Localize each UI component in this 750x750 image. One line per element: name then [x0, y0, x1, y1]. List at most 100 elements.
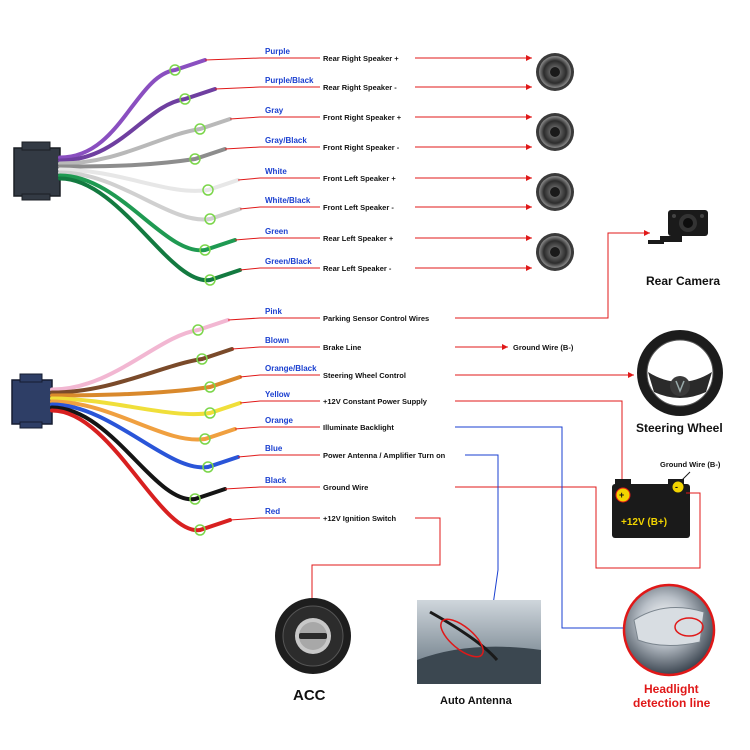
speaker-color-label-4: White: [265, 167, 287, 176]
svg-text:+: +: [619, 490, 624, 500]
power-wire-7: [50, 408, 232, 533]
speaker-function-label-4: Front Left Speaker +: [323, 174, 396, 183]
power-wire-2: [50, 375, 242, 398]
power-wire-0: [50, 318, 230, 392]
power-leader-4: [234, 426, 320, 430]
power-wire-ring-0: [192, 324, 204, 336]
speaker-color-label-5: White/Black: [265, 196, 311, 205]
speaker-wire-7: [58, 176, 242, 283]
speaker-wire-ring-5: [204, 213, 216, 225]
power-color-label-7: Red: [265, 507, 280, 516]
power-function-label-3: +12V Constant Power Supply: [323, 397, 428, 406]
power-color-label-2: Orange/Black: [265, 364, 317, 373]
power-color-label-4: Orange: [265, 416, 294, 425]
speaker-wire-2: [58, 117, 232, 166]
power-wire-ring-2: [204, 381, 216, 393]
battery-ground-pointer: [679, 471, 691, 483]
speaker-color-label-7: Green/Black: [265, 257, 312, 266]
speaker-wire-ring-2: [194, 123, 206, 135]
power-leader-7: [229, 517, 320, 521]
power-harness-connector: [11, 373, 53, 429]
speaker-icon-2: [536, 173, 574, 211]
speaker-leader-0: [204, 57, 320, 61]
brake-ground-label: Ground Wire (B-): [513, 343, 574, 352]
rear-camera-label: Rear Camera: [646, 274, 720, 288]
battery-ground-label: Ground Wire (B-): [660, 460, 721, 469]
speaker-wire-ring-7: [204, 274, 216, 286]
speaker-function-label-2: Front Right Speaker +: [323, 113, 402, 122]
power-function-label-5: Power Antenna / Amplifier Turn on: [323, 451, 446, 460]
speaker-color-label-1: Purple/Black: [265, 76, 314, 85]
power-function-label-0: Parking Sensor Control Wires: [323, 314, 429, 323]
speaker-leader-7: [239, 267, 320, 271]
power-color-label-1: Blown: [265, 336, 289, 345]
power-wire-5: [50, 402, 240, 470]
power-leader-5: [237, 454, 320, 458]
battery-plus-label: +12V (B+): [621, 517, 667, 528]
power-wire-6: [50, 405, 227, 502]
speaker-icon-1: [536, 113, 574, 151]
speaker-function-label-0: Rear Right Speaker +: [323, 54, 399, 63]
power-wire-ring-1: [196, 353, 208, 365]
rear-camera-image: [648, 210, 708, 244]
auto-antenna-image: [417, 600, 541, 684]
battery-image: + -: [612, 479, 690, 538]
ground-wire-line: [455, 486, 701, 569]
speaker-color-label-0: Purple: [265, 47, 290, 56]
steering-wheel-image: [637, 330, 723, 416]
speaker-wire-ring-6: [199, 244, 211, 256]
speaker-wire-0: [58, 58, 207, 160]
speaker-wire-ring-1: [179, 93, 191, 105]
power-function-label-1: Brake Line: [323, 343, 361, 352]
speaker-wire-1: [58, 87, 217, 163]
acc-label: ACC: [293, 687, 326, 704]
speaker-wire-6: [58, 173, 237, 253]
power-color-label-3: Yellow: [265, 390, 291, 399]
speaker-function-label-5: Front Left Speaker -: [323, 203, 394, 212]
power-function-label-6: Ground Wire: [323, 483, 368, 492]
speaker-function-label-7: Rear Left Speaker -: [323, 264, 392, 273]
speaker-leader-4: [237, 177, 320, 181]
constant-power-line: [455, 400, 623, 493]
speaker-leader-2: [229, 116, 320, 120]
speaker-wire-ring-4: [202, 184, 214, 196]
auto-antenna-label: Auto Antenna: [440, 695, 513, 707]
power-wire-1: [50, 347, 234, 395]
power-wire-ring-4: [199, 433, 211, 445]
speaker-leader-3: [224, 146, 320, 150]
power-function-label-4: Illuminate Backlight: [323, 423, 394, 432]
speaker-function-label-6: Rear Left Speaker +: [323, 234, 394, 243]
power-leader-2: [239, 374, 320, 378]
speaker-color-label-2: Gray: [265, 106, 284, 115]
headlight-label-line2: detection line: [633, 696, 711, 710]
power-color-label-6: Black: [265, 476, 287, 485]
headlight-image: [622, 583, 716, 677]
ignition-arrow: [309, 517, 441, 612]
power-color-label-0: Pink: [265, 307, 282, 316]
power-wire-ring-7: [194, 524, 206, 536]
speaker-leader-1: [214, 86, 320, 90]
power-leader-0: [227, 317, 320, 321]
steering-wheel-label: Steering Wheel: [636, 421, 723, 435]
speaker-color-label-6: Green: [265, 227, 288, 236]
power-leader-6: [224, 486, 320, 490]
power-function-label-2: Steering Wheel Control: [323, 371, 406, 380]
speaker-wire-5: [58, 170, 242, 222]
speaker-color-label-3: Gray/Black: [265, 136, 307, 145]
speaker-function-label-1: Rear Right Speaker -: [323, 83, 397, 92]
speaker-icon-0: [536, 53, 574, 91]
power-wire-4: [50, 399, 237, 442]
power-color-label-5: Blue: [265, 444, 283, 453]
power-wire-ring-6: [189, 493, 201, 505]
speaker-wire-4: [58, 167, 240, 193]
ignition-switch-image: [275, 598, 351, 674]
power-function-label-7: +12V Ignition Switch: [323, 514, 397, 523]
power-wire-ring-3: [204, 407, 216, 419]
speaker-icon-3: [536, 233, 574, 271]
power-wire-ring-5: [202, 461, 214, 473]
svg-text:-: -: [675, 482, 678, 492]
speaker-wire-ring-3: [189, 153, 201, 165]
